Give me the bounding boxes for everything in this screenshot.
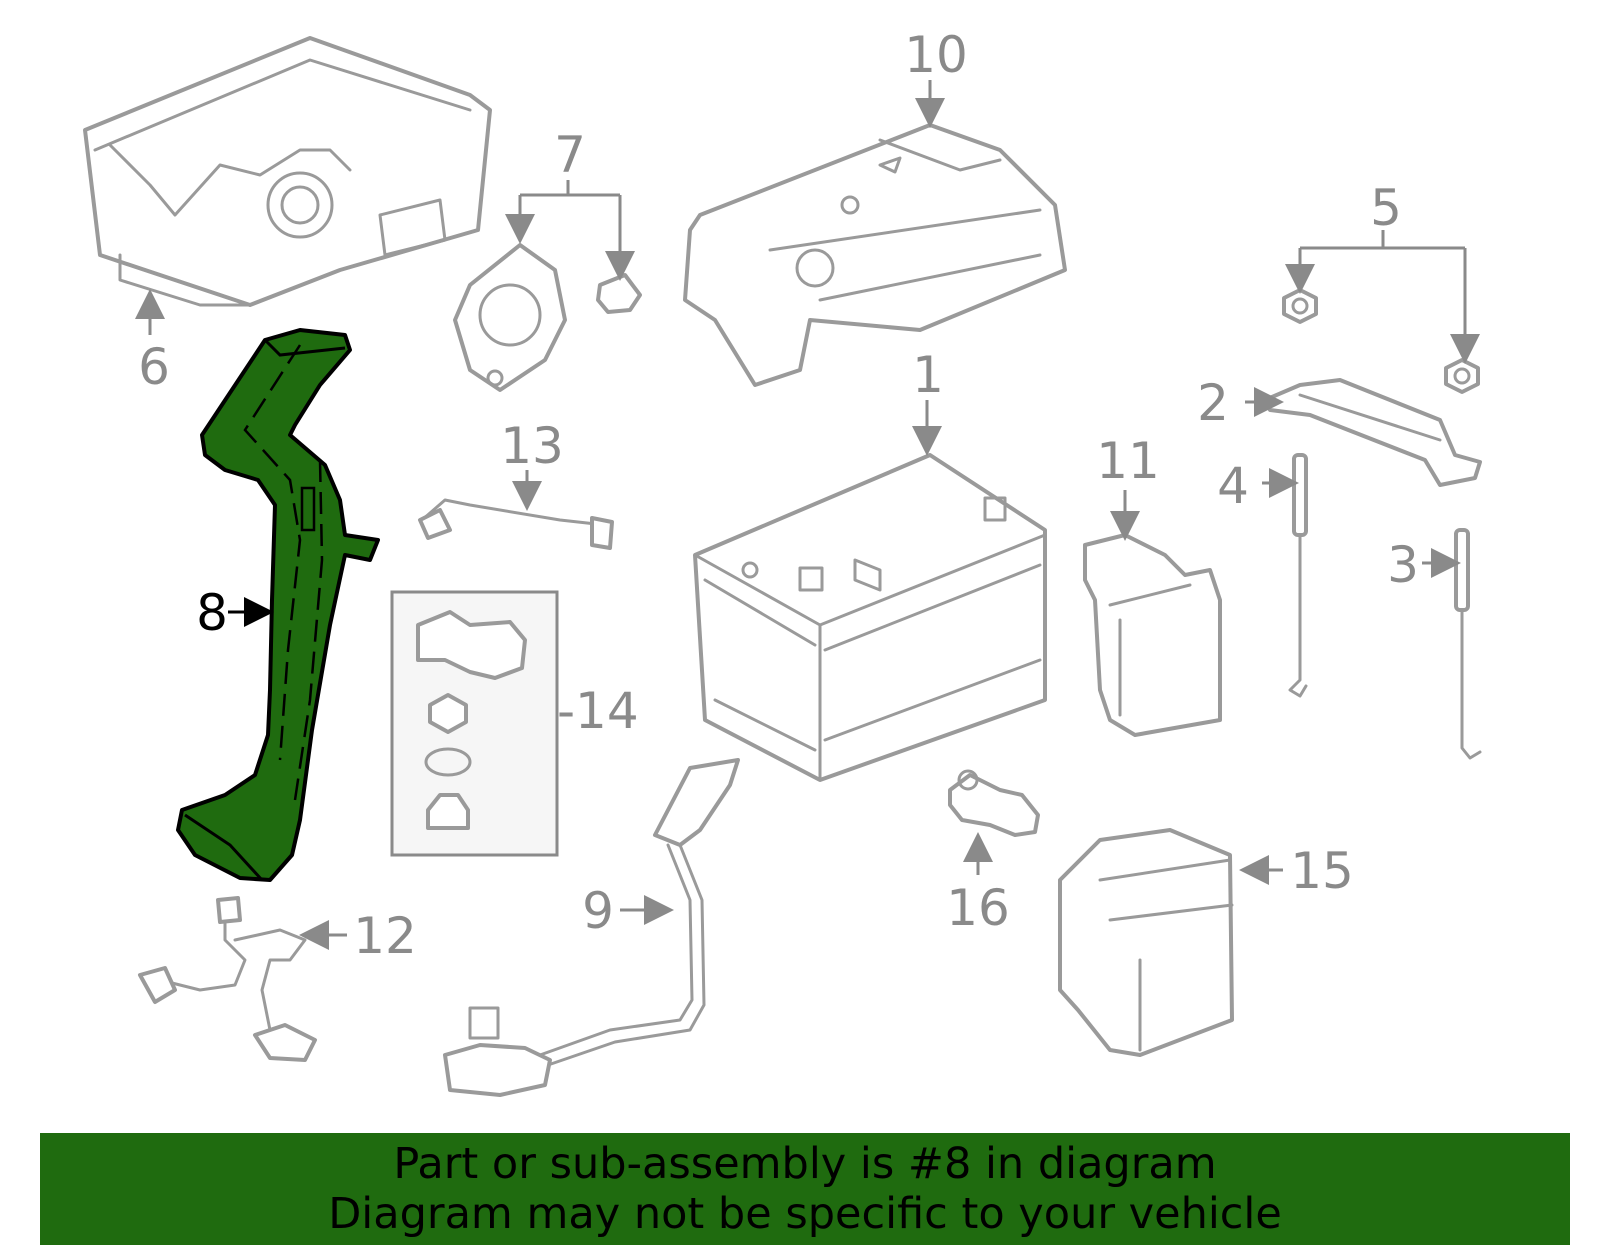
callout-5: 5 [1370, 179, 1402, 237]
part-11-holder [1083, 533, 1222, 737]
part-9-cable [443, 758, 740, 1097]
part-3-rod [1454, 528, 1482, 760]
callout-12: 12 [353, 907, 417, 965]
part-10-battery-cover [683, 123, 1067, 387]
callout-1: 1 [912, 346, 944, 404]
banner-line-1: Part or sub-assembly is #8 in diagram [393, 1139, 1217, 1189]
callout-16: 16 [946, 879, 1010, 937]
part-6-battery-box [83, 36, 492, 307]
callout-3: 3 [1387, 536, 1419, 594]
callout-11: 11 [1096, 432, 1160, 490]
callout-10: 10 [904, 26, 968, 84]
callout-2: 2 [1197, 374, 1229, 432]
callout-4: 4 [1217, 457, 1249, 515]
part-13-cable [418, 498, 614, 550]
part-14-kit [390, 590, 559, 857]
part-15-fuse-box [1058, 828, 1234, 1057]
part-7-sensor-bracket [453, 243, 642, 392]
part-2-hold-down-bracket [1263, 378, 1482, 487]
callout-7: 7 [554, 126, 586, 184]
part-5-nuts [1282, 288, 1480, 394]
banner-line-2: Diagram may not be specific to your vehi… [328, 1189, 1282, 1239]
part-8-air-duct [176, 328, 380, 882]
callout-13: 13 [500, 417, 564, 475]
callout-8: 8 [196, 584, 228, 642]
callout-9: 9 [582, 882, 614, 940]
callout-15: 15 [1290, 842, 1354, 900]
callout-labels: 10 7 5 6 1 2 13 11 4 3 8 -14 9 16 15 12 [138, 26, 1419, 965]
info-banner: Part or sub-assembly is #8 in diagram Di… [40, 1133, 1570, 1245]
part-4-rod [1288, 453, 1308, 698]
callout-14: -14 [557, 682, 639, 740]
part-12-harness [138, 896, 317, 1062]
part-1-battery [693, 453, 1047, 782]
callout-arrows [135, 80, 1480, 950]
part-16-sensor [948, 769, 1040, 837]
callout-6: 6 [138, 338, 170, 396]
